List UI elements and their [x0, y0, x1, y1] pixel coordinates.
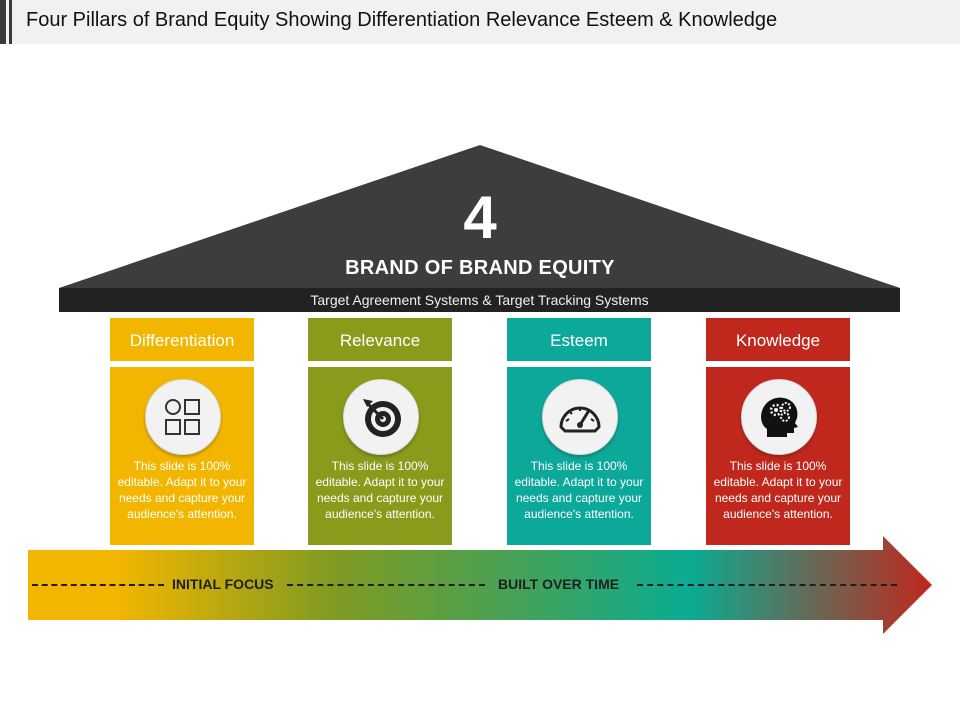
gauge-icon: [559, 406, 601, 433]
label-initial-focus: INITIAL FOCUS: [172, 576, 274, 592]
pillar-body-esteem: This slide is 100% editable. Adapt it to…: [507, 367, 651, 545]
roof-number: 4: [463, 184, 497, 251]
icon-circle: [542, 379, 618, 455]
icon-circle: [343, 379, 419, 455]
icon-circle: [741, 379, 817, 455]
pillar-header-knowledge: Knowledge: [706, 318, 850, 361]
pillar-body-differentiation: This slide is 100% editable. Adapt it to…: [110, 367, 254, 545]
pillar-description: This slide is 100% editable. Adapt it to…: [117, 459, 247, 521]
title-accent-bar: [0, 0, 6, 44]
pillar-body-knowledge: This slide is 100% editable. Adapt it to…: [706, 367, 850, 545]
pillar-header-differentiation: Differentiation: [110, 318, 254, 361]
dashed-line: [287, 584, 485, 586]
roof-beam: Target Agreement Systems & Target Tracki…: [59, 288, 900, 312]
pillar-description: This slide is 100% editable. Adapt it to…: [514, 459, 644, 521]
roof-heading: BRAND OF BRAND EQUITY: [345, 257, 615, 279]
shapes-grid-icon: [165, 399, 200, 435]
label-built-over-time: BUILT OVER TIME: [498, 576, 620, 592]
slide-title: Four Pillars of Brand Equity Showing Dif…: [26, 9, 778, 31]
target-arrow-icon: [363, 399, 401, 437]
dashed-line: [637, 584, 897, 586]
dashed-line: [32, 584, 164, 586]
title-accent-bar-thin: [9, 0, 12, 44]
title-bar: Four Pillars of Brand Equity Showing Dif…: [0, 0, 960, 44]
pillar-description: This slide is 100% editable. Adapt it to…: [713, 459, 843, 521]
head-gears-icon: [761, 397, 798, 437]
pillar-body-relevance: This slide is 100% editable. Adapt it to…: [308, 367, 452, 545]
pillar-description: This slide is 100% editable. Adapt it to…: [315, 459, 445, 521]
icon-circle: [145, 379, 221, 455]
pillar-header-relevance: Relevance: [308, 318, 452, 361]
pillar-header-esteem: Esteem: [507, 318, 651, 361]
